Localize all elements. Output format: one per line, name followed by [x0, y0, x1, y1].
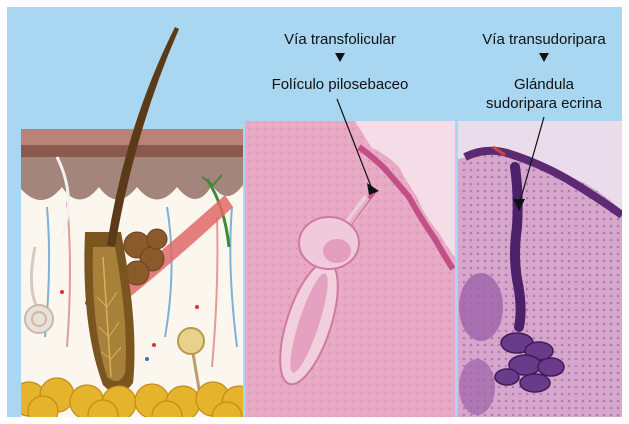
gland-structure-label-line1: Glándula: [485, 75, 603, 94]
transfollicular-route-label: Vía transfolicular: [265, 30, 415, 49]
figure: Vía transfolicular Folículo pilosebaceo …: [7, 7, 622, 417]
follicle-histology: [245, 121, 455, 417]
figure-artwork: [7, 7, 622, 417]
follicle-structure-label: Folículo pilosebaceo: [251, 75, 429, 94]
gland-structure-label-line2: sudoripara ecrina: [473, 94, 615, 113]
transsudoriparous-down-arrow: [539, 53, 549, 62]
skin-illustration: [12, 129, 256, 417]
sweat-gland-histology: [458, 121, 622, 417]
transfollicular-down-arrow: [335, 53, 345, 62]
transsudoriparous-route-label: Vía transudoripara: [465, 30, 622, 49]
